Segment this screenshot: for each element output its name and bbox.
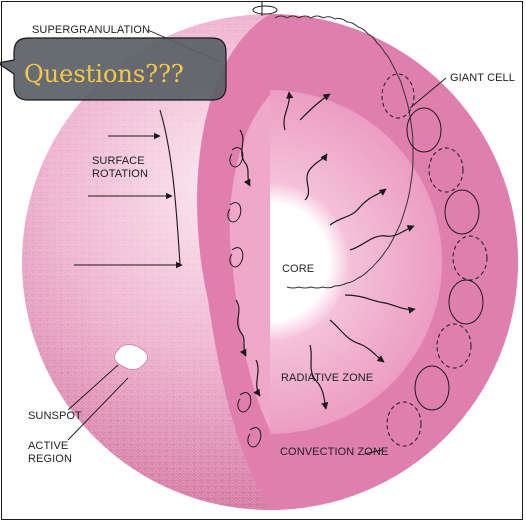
label-giant-cell: GIANT CELL	[450, 72, 515, 85]
callout-text: Questions???	[24, 60, 184, 88]
rotation-axis-icon	[253, 6, 277, 14]
label-sunspot: SUNSPOT	[28, 410, 82, 423]
label-surface-rotation: SURFACE ROTATION	[92, 155, 164, 181]
label-supergranulation: SUPERGRANULATION	[32, 24, 150, 37]
label-core: CORE	[282, 263, 314, 276]
label-convection-zone: CONVECTION ZONE	[280, 446, 388, 459]
label-active-region: ACTIVE REGION	[28, 440, 88, 466]
label-radiative-zone: RADIATIVE ZONE	[281, 372, 373, 385]
